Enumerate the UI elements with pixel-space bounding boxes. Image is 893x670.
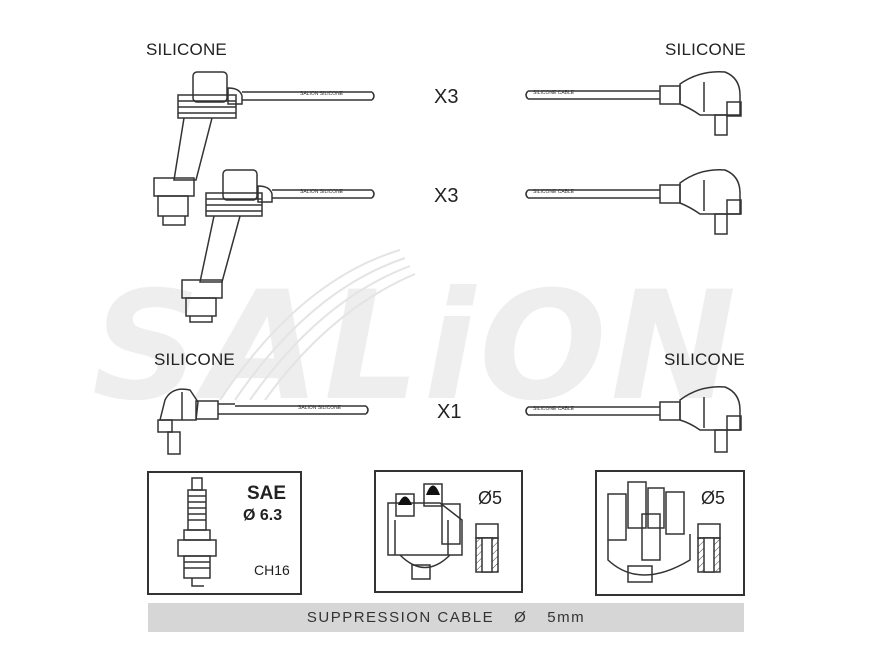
angled-plug-boot-3 [525, 386, 742, 453]
row3-quantity: X1 [437, 401, 462, 423]
cable-print-3: SALION SILICONE [298, 405, 342, 411]
footer-label: SUPPRESSION CABLE [306, 609, 495, 626]
footer-diameter-symbol: Ø [514, 609, 528, 626]
cable-print-1: SALION SILICONE [300, 91, 344, 97]
row3-left-material-label: SILICONE [154, 350, 235, 369]
cable-print-6: SILICONE CABLE [533, 406, 575, 412]
spark-plug-drawing [177, 477, 217, 587]
distributor-spec-box-1 [374, 470, 523, 593]
suppression-cable-footer: SUPPRESSION CABLE Ø 5mm [148, 603, 744, 632]
watermark-swoosh [219, 249, 416, 401]
distributor-2-diameter: Ø5 [701, 488, 726, 508]
row1-left-material-label: SILICONE [146, 40, 227, 59]
angled-plug-boot-1 [525, 71, 742, 136]
cable-print-4: SILICONE CABLE [533, 90, 575, 96]
distributor-cap-drawing-1 [387, 483, 499, 580]
row3-right-material-label: SILICONE [664, 350, 745, 369]
spark-plug-standard: SAE [247, 483, 287, 504]
angled-plug-boot-2 [525, 169, 742, 235]
row1-quantity: X3 [434, 86, 459, 108]
spark-plug-code: CH16 [254, 562, 290, 578]
cable-print-2: SALION SILICONE [300, 189, 344, 195]
row2-quantity: X3 [434, 185, 459, 207]
spark-plug-spec-box [147, 471, 302, 595]
angled-coil-boot-3 [157, 388, 235, 455]
distributor-1-diameter: Ø5 [478, 488, 503, 508]
salion-watermark-logo: SALiON [92, 260, 741, 434]
distributor-spec-box-2 [595, 470, 745, 596]
coil-boot-long-2 [181, 169, 273, 323]
row1-right-material-label: SILICONE [665, 40, 746, 59]
footer-size: 5mm [547, 609, 586, 626]
coil-boot-long-1 [153, 71, 243, 226]
distributor-cap-drawing-2 [607, 481, 721, 583]
spark-plug-diameter: Ø 6.3 [243, 507, 283, 524]
cable-print-5: SILICONE CABLE [533, 189, 575, 195]
